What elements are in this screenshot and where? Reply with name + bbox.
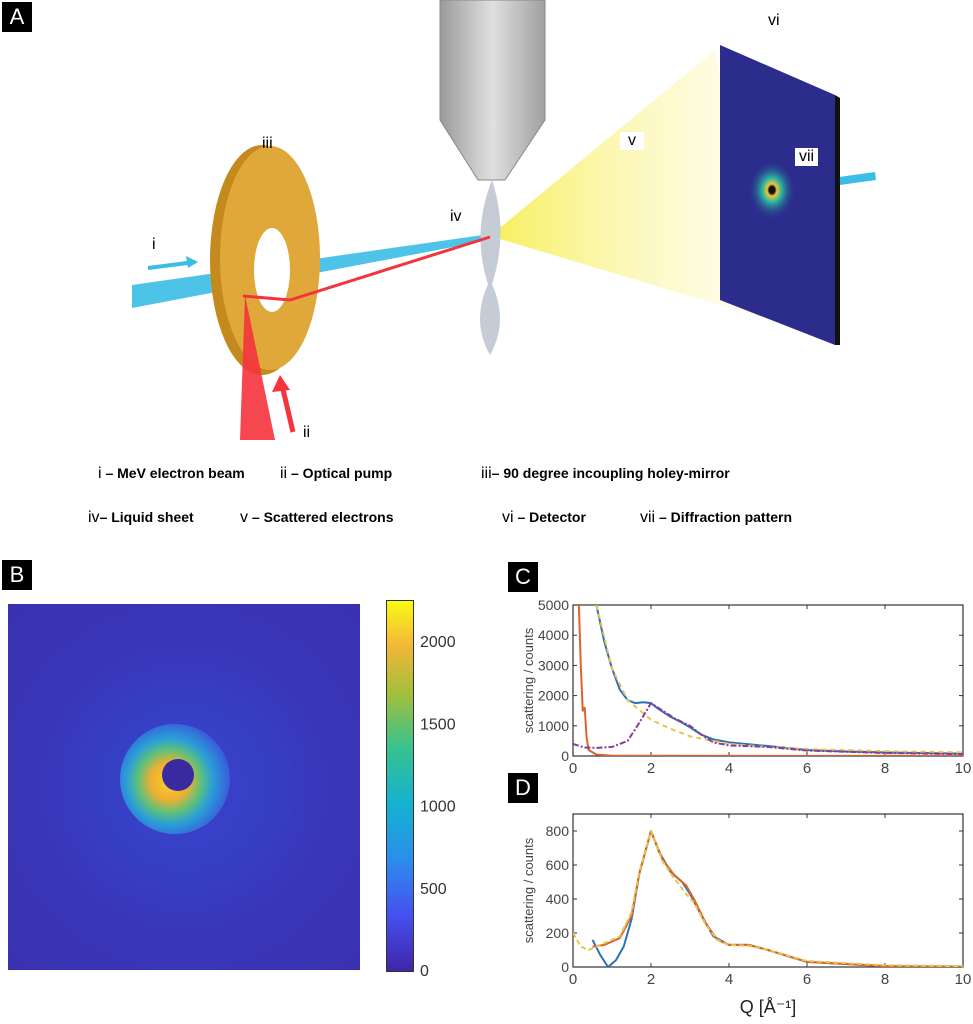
y-tick-label: 3000: [538, 657, 569, 673]
nozzle: [439, 0, 546, 181]
detector-edge: [835, 95, 840, 345]
series-line: [573, 830, 963, 967]
marker-ii: ii: [303, 424, 311, 441]
scattered-electron-cone: [490, 50, 770, 320]
panel-label-b: B: [2, 560, 32, 590]
plot-area: [572, 813, 964, 968]
x-tick-label: 10: [955, 971, 972, 988]
legend-item-i: i – MeV electron beam: [98, 465, 245, 482]
marker-iv: iv: [450, 208, 462, 225]
marker-vi: vi: [768, 12, 780, 29]
x-tick-label: 8: [881, 971, 889, 988]
marker-iii: iii: [262, 135, 273, 152]
series-line: [573, 702, 963, 756]
y-axis-label: scattering / counts: [521, 627, 536, 733]
y-tick-label: 800: [546, 823, 570, 839]
legend-item-vi: vi – Detector: [502, 509, 586, 526]
marker-i: i: [152, 236, 156, 253]
mirror-hole: [254, 228, 290, 312]
x-tick-label: 4: [725, 760, 733, 777]
optical-pump-path: [242, 235, 491, 302]
marker-v: v: [620, 132, 644, 150]
y-tick-label: 600: [546, 857, 570, 873]
x-tick-label: 6: [803, 971, 811, 988]
series-line: [595, 605, 963, 755]
pump-arrowhead-icon: [272, 375, 290, 392]
beam-arrowhead-icon: [186, 256, 198, 268]
panel-label-c: C: [508, 562, 538, 592]
optical-pump-beam: [240, 295, 275, 440]
x-axis-label: Q [Å⁻¹]: [740, 997, 797, 1017]
plot-area: [572, 604, 964, 757]
x-tick-label: 8: [881, 760, 889, 777]
liquid-sheet: [480, 180, 501, 355]
y-tick-label: 400: [546, 891, 570, 907]
x-tick-label: 10: [955, 760, 972, 777]
colorbar-tick-label: 500: [420, 881, 447, 898]
x-tick-label: 0: [569, 760, 577, 777]
x-tick-label: 6: [803, 760, 811, 777]
x-tick-label: 2: [647, 760, 655, 777]
beam-block: [162, 759, 194, 791]
colorbar: [386, 600, 414, 972]
colorbar-tick-label: 1000: [420, 799, 456, 816]
legend-item-v: v – Scattered electrons: [240, 509, 394, 526]
chart-d: 0 2 4 6 8 10 0 200 400 600 800 scattering / countsQ…: [521, 813, 972, 1017]
panel-label-d: D: [508, 773, 538, 803]
legend-item-iii: iii– 90 degree incoupling holey-mirror: [481, 465, 730, 482]
panel-label-a: A: [2, 2, 32, 32]
y-axis-label: scattering / counts: [521, 837, 536, 943]
y-tick-label: 5000: [538, 597, 569, 613]
y-tick-label: 0: [561, 748, 569, 764]
x-tick-label: 2: [647, 971, 655, 988]
series-line: [595, 605, 963, 754]
legend-item-ii: ii – Optical pump: [280, 465, 393, 482]
series-group: [573, 605, 963, 756]
legend-item-vii: vii – Diffraction pattern: [640, 509, 793, 526]
marker-vii: vii: [795, 148, 819, 166]
pump-arrow-icon: [279, 384, 296, 433]
colorbar-tick-label: 1500: [420, 716, 456, 733]
diffraction-image: [8, 604, 360, 970]
diffraction-pattern: [748, 160, 796, 220]
series-group: [573, 830, 963, 967]
colorbar-tick-label: 2000: [420, 634, 456, 651]
experiment-diagram: [132, 0, 876, 440]
x-tick-label: 4: [725, 971, 733, 988]
colorbar-axis: 0 500 1000 1500 2000: [420, 634, 456, 980]
colorbar-tick-label: 0: [420, 963, 429, 980]
y-tick-label: 4000: [538, 627, 569, 643]
series-line: [577, 605, 963, 756]
y-tick-label: 0: [561, 959, 569, 975]
y-tick-label: 2000: [538, 688, 569, 704]
legend-item-iv: iv– Liquid sheet: [88, 509, 194, 526]
y-tick-label: 1000: [538, 718, 569, 734]
y-tick-label: 200: [546, 925, 570, 941]
x-tick-label: 0: [569, 971, 577, 988]
